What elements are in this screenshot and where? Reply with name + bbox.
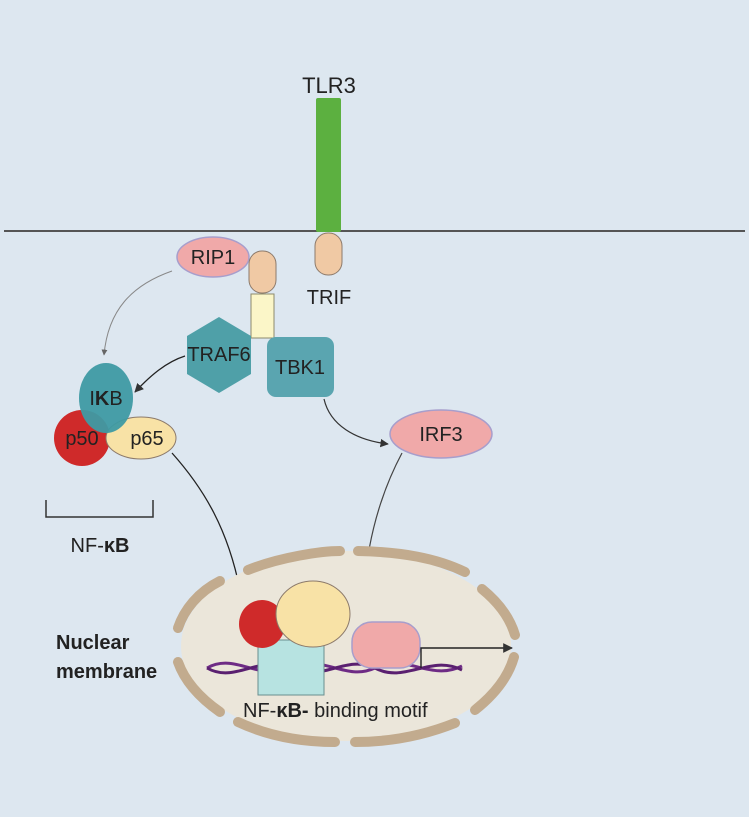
p65-label: p65 (130, 428, 163, 450)
traf6-hexagon (187, 317, 251, 393)
irf3-label: IRF3 (419, 424, 462, 446)
nuclear-membrane-segment (350, 718, 460, 747)
nuclear-membrane-label: Nuclear (56, 632, 130, 654)
rip1-label: RIP1 (191, 247, 235, 269)
nuclear-p50-circle (239, 600, 285, 648)
tbk1-label: TBK1 (275, 357, 325, 379)
tlr3-receptor (316, 98, 341, 232)
nuclear-membrane-segment (243, 546, 345, 575)
nfkb-motif-block (257, 639, 325, 696)
nfkb-bracket (45, 500, 154, 518)
nuclear-membrane (173, 546, 520, 747)
p65-ellipse (105, 416, 177, 460)
nuclear-p65-ellipse (275, 580, 351, 648)
ikb-label: IKB (89, 388, 122, 410)
nuclear-membrane-segment (353, 546, 470, 577)
adaptor-capsule (248, 250, 277, 294)
trif-capsule (314, 232, 343, 276)
ikb-ellipse (79, 363, 133, 433)
nuclear-membrane-segment (173, 657, 225, 717)
trif-label: TRIF (307, 287, 351, 309)
binding-motif-label: NF-κB- binding motif (243, 700, 428, 722)
dna-strand-b (206, 662, 463, 675)
rip1-ellipse (176, 236, 250, 278)
nuclear-membrane-segment (470, 652, 519, 715)
irf3-ellipse (389, 409, 493, 459)
traf6-label: TRAF6 (187, 344, 250, 366)
nuclear-membrane-segment (233, 717, 340, 747)
transcription-arrow (420, 643, 513, 668)
nuclear-membrane-label-line2: membrane (56, 661, 157, 683)
nuclear-membrane-segment (173, 576, 225, 633)
nfkb-label: NF-κB (71, 535, 130, 557)
nuclear-membrane-segment (477, 584, 520, 640)
adaptor-block (250, 293, 275, 339)
p50-label: p50 (65, 428, 98, 450)
arrow-p65-to-nucleus (171, 452, 243, 591)
arrow-tbk1-to-irf3 (323, 398, 389, 448)
tlr3-label: TLR3 (302, 73, 356, 98)
arrow-traf6-to-ikb (134, 355, 186, 393)
arrow-rip1-to-ikb (101, 270, 173, 356)
nuclear-irf3-box (351, 621, 421, 669)
tbk1-box (267, 337, 334, 397)
